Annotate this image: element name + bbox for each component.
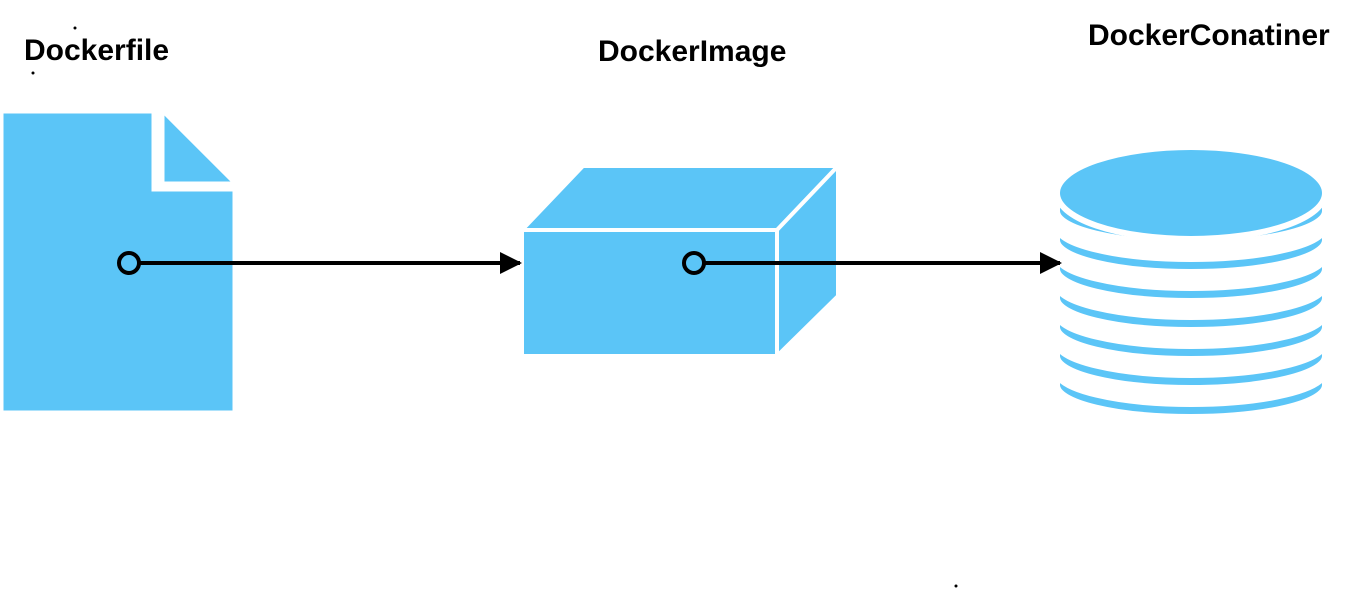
docker-container-label: DockerConatiner: [1088, 19, 1330, 52]
connector-start-point[interactable]: [117, 251, 141, 275]
database-icon[interactable]: [1054, 144, 1328, 420]
connector-start-point[interactable]: [682, 251, 706, 275]
stray-dot: [31, 71, 35, 75]
stray-dot: [73, 26, 77, 30]
box-icon[interactable]: [517, 161, 843, 361]
stray-dot: [954, 584, 958, 588]
docker-image-label: DockerImage: [598, 35, 787, 68]
connector-image-to-container[interactable]: [682, 251, 1062, 275]
dockerfile-label: Dockerfile: [24, 34, 170, 67]
connector-dockerfile-to-image[interactable]: [117, 251, 522, 275]
